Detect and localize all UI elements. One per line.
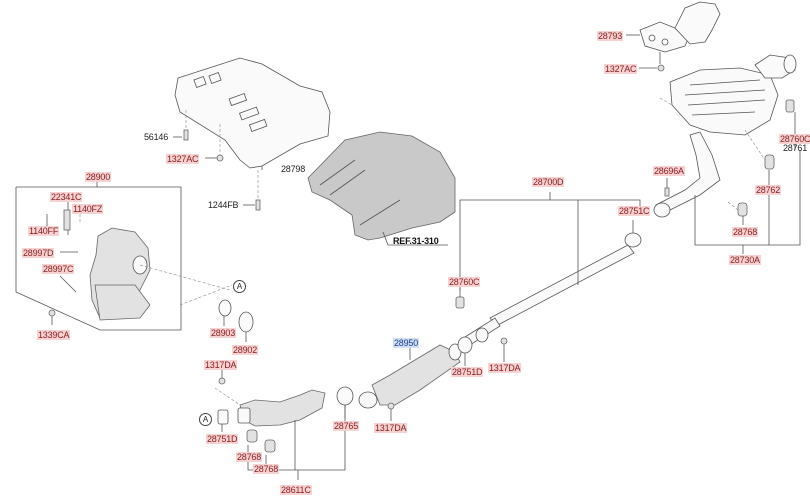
part-label-1317DA-left[interactable]: 1317DA — [204, 360, 238, 370]
part-label-28696A[interactable]: 28696A — [653, 166, 685, 176]
nut-1327AC-left[interactable] — [216, 154, 224, 162]
part-label-28950[interactable]: 28950 — [393, 338, 420, 348]
part-label-28798[interactable]: 28798 — [281, 164, 306, 174]
heat-shield-28798[interactable] — [174, 57, 331, 169]
rear-muffler-28730A[interactable] — [653, 54, 797, 218]
o2-sensor-bracket-22341C[interactable] — [63, 209, 71, 231]
catalytic-converter-28950[interactable] — [358, 343, 462, 409]
gasket-28751D-left[interactable] — [217, 409, 229, 425]
bolt-28696A[interactable] — [664, 187, 670, 197]
bolt-56146[interactable] — [183, 129, 189, 141]
reference-label[interactable]: REF.31-310 — [393, 236, 439, 246]
part-label-28900[interactable]: 28900 — [85, 172, 112, 182]
heat-shield-ref-31-310[interactable] — [307, 131, 456, 241]
center-pipe-28700D[interactable] — [464, 244, 635, 346]
bolt-1244FB[interactable] — [255, 199, 261, 211]
part-label-28762[interactable]: 28762 — [755, 185, 782, 195]
part-label-56146[interactable]: 56146 — [144, 132, 169, 142]
rubber-hanger-28768-b[interactable] — [264, 439, 276, 453]
part-label-28751D-left[interactable]: 28751D — [206, 434, 239, 444]
close-coupled-catalytic-converter-28900[interactable] — [89, 227, 151, 321]
part-label-28765[interactable]: 28765 — [333, 421, 360, 431]
nut-1339CA[interactable] — [48, 309, 56, 317]
front-pipe-28611C[interactable] — [237, 389, 326, 427]
nut-1327AC-top[interactable] — [657, 64, 665, 72]
callout-a-upper[interactable]: A — [233, 280, 246, 293]
hanger-28760C[interactable] — [455, 296, 465, 309]
nut-1317DA-left[interactable] — [218, 377, 226, 385]
part-label-28768-a[interactable]: 28768 — [236, 452, 263, 462]
part-label-1317DA-low[interactable]: 1317DA — [374, 423, 408, 433]
part-label-28768-b[interactable]: 28768 — [253, 464, 280, 474]
part-label-28751C[interactable]: 28751C — [618, 206, 651, 216]
part-label-28730A[interactable]: 28730A — [729, 255, 761, 265]
part-label-28760C-right[interactable]: 28760C — [779, 134, 810, 144]
part-label-28768-right[interactable]: 28768 — [732, 227, 759, 237]
gasket-28751D-mid[interactable] — [457, 336, 473, 354]
part-label-1327AC-left[interactable]: 1327AC — [166, 154, 200, 164]
part-label-1327AC-top[interactable]: 1327AC — [604, 64, 638, 74]
part-label-1244FB[interactable]: 1244FB — [208, 200, 239, 210]
part-label-28760C[interactable]: 28760C — [448, 277, 481, 287]
rubber-hanger-28768-right[interactable] — [737, 202, 748, 217]
callout-a-lower[interactable]: A — [199, 413, 212, 426]
heat-shield-rear-28793[interactable] — [639, 1, 721, 53]
part-label-28903[interactable]: 28903 — [210, 328, 237, 338]
part-label-28751D-mid[interactable]: 28751D — [451, 367, 484, 377]
part-label-28793[interactable]: 28793 — [597, 31, 624, 41]
part-label-1140FF[interactable]: 1140FF — [28, 226, 60, 236]
rubber-hanger-28762[interactable] — [764, 154, 775, 170]
part-label-28761[interactable]: 28761 — [783, 143, 808, 153]
rubber-hanger-28768-a[interactable] — [246, 429, 258, 443]
part-label-1140FZ[interactable]: 1140FZ — [72, 204, 104, 214]
part-label-28997C[interactable]: 28997C — [42, 264, 75, 274]
part-label-28611C[interactable]: 28611C — [280, 485, 312, 495]
part-label-22341C[interactable]: 22341C — [50, 192, 83, 202]
gasket-28903[interactable] — [218, 299, 232, 317]
part-label-28997D[interactable]: 28997D — [22, 248, 55, 258]
clamp-28902[interactable] — [238, 311, 254, 333]
gasket-28765[interactable] — [336, 386, 354, 406]
part-label-1317DA-mid[interactable]: 1317DA — [488, 363, 522, 373]
nut-1317DA-low[interactable] — [387, 402, 395, 410]
nut-1317DA-mid[interactable] — [500, 337, 508, 345]
part-label-28902[interactable]: 28902 — [232, 345, 259, 355]
part-label-1339CA[interactable]: 1339CA — [37, 330, 71, 340]
hanger-28760C-right[interactable] — [785, 99, 795, 113]
part-label-28700D[interactable]: 28700D — [532, 177, 565, 187]
